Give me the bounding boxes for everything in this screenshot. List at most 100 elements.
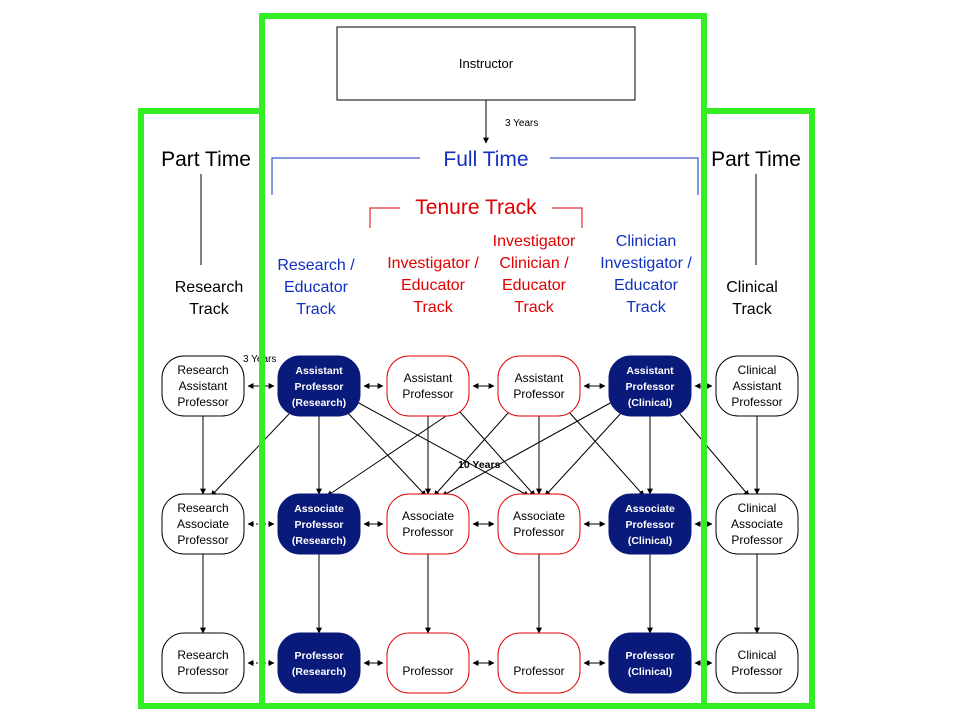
track-label-research-2: Track [189, 301, 229, 318]
node-text-r3c6-2: Professor [731, 664, 782, 678]
track-label-clinical-1: Clinical [726, 279, 778, 296]
tenure-bracket-right [552, 207, 583, 228]
node-text-r1c6-2: Assistant [733, 379, 782, 393]
node-text-r1c4-1: Assistant [515, 371, 564, 385]
node-shape-r2c3 [386, 493, 470, 555]
track-label-investigator-clinician-4: Track [514, 299, 554, 316]
arrow-33 [544, 411, 623, 497]
track-label-clinician-investigator-4: Track [626, 299, 666, 316]
node-text-r3c5-1: Professor [625, 650, 674, 662]
node-shape-r1c5 [608, 355, 692, 417]
track-label-investigator-clinician-1: Investigator [493, 233, 576, 250]
node-text-r1c5-2: Professor [625, 381, 674, 393]
node-text-r1c6-3: Professor [731, 395, 782, 409]
full-time-bracket-right [550, 157, 699, 195]
tenure-bracket-left [369, 207, 400, 228]
node-text-r1c6-1: Clinical [738, 363, 777, 377]
node-r3c3: Professor [386, 632, 470, 694]
node-text-r1c2-1: Assistant [295, 365, 343, 377]
arrow-28 [346, 411, 427, 497]
node-shape-r3c1 [161, 632, 245, 694]
arrow-32 [568, 411, 645, 497]
track-label-clinical-2: Track [732, 301, 772, 318]
node-text-r2c6-1: Clinical [738, 501, 777, 515]
node-text-r1c4-2: Professor [513, 387, 564, 401]
node-text-r2c2-1: Associate [294, 503, 344, 515]
track-label-research-educator-3: Track [296, 301, 336, 318]
node-shape-r3c5 [608, 632, 692, 694]
node-text-r3c1-1: Research [177, 648, 228, 662]
node-text-r3c3-1: Professor [402, 664, 453, 678]
track-label-clinician-investigator-1: Clinician [616, 233, 676, 250]
node-text-r1c5-1: Assistant [626, 365, 674, 377]
nodes: ResearchAssistantProfessorAssistantProfe… [161, 355, 799, 694]
tenure-track-header: Tenure Track [415, 196, 537, 219]
node-text-r2c6-3: Professor [731, 533, 782, 547]
node-r3c5: Professor (Clinical) [608, 632, 692, 694]
node-shape-r3c4 [497, 632, 581, 694]
node-text-r2c5-1: Associate [625, 503, 675, 515]
node-text-r2c3-2: Professor [402, 525, 453, 539]
years-10-label: 10 Years [458, 459, 501, 471]
node-r3c2: Professor(Research) [277, 632, 361, 694]
track-label-investigator-educator-1: Investigator / [387, 255, 479, 272]
part-time-left-header: Part Time [161, 148, 251, 171]
node-text-r1c3-1: Assistant [404, 371, 453, 385]
arrow-35 [441, 401, 613, 497]
track-label-investigator-clinician-3: Educator [502, 277, 567, 294]
arrows [200, 383, 760, 666]
track-label-investigator-clinician-2: Clinician / [499, 255, 569, 272]
node-shape-r1c6 [715, 355, 799, 417]
part-time-right-header: Part Time [711, 148, 801, 171]
arrow-29 [326, 411, 453, 497]
node-text-r1c2-2: Professor [294, 381, 343, 393]
node-text-r1c1-2: Assistant [179, 379, 228, 393]
track-label-research-1: Research [175, 279, 243, 296]
node-text-r2c5-3: (Clinical) [628, 535, 672, 547]
node-text-r2c1-1: Research [177, 501, 228, 515]
node-shape-r3c6 [715, 632, 799, 694]
arrow-30 [459, 411, 536, 497]
track-label-investigator-educator-2: Educator [401, 277, 466, 294]
node-r3c4: Professor [497, 632, 581, 694]
node-text-r2c4-1: Associate [513, 509, 565, 523]
node-text-r1c5-3: (Clinical) [628, 397, 672, 409]
node-shape-r1c1 [161, 355, 245, 417]
node-shape-r1c2 [277, 355, 361, 417]
arrow-34 [356, 401, 530, 497]
node-shape-r2c4 [497, 493, 581, 555]
node-shape-r2c1 [161, 493, 245, 555]
node-text-r1c3-2: Professor [402, 387, 453, 401]
node-text-r2c2-3: (Research) [292, 535, 346, 547]
node-text-r3c2-2: (Research) [292, 666, 346, 678]
node-shape-r2c6 [715, 493, 799, 555]
full-time-bracket-left [271, 157, 420, 195]
track-label-research-educator-1: Research / [277, 257, 355, 274]
node-text-r3c6-1: Clinical [738, 648, 777, 662]
instructor-box [336, 26, 636, 101]
node-text-r2c6-2: Associate [731, 517, 783, 531]
node-text-r2c5-2: Professor [625, 519, 674, 531]
instructor-label: Instructor [459, 56, 514, 71]
node-text-r3c4-1: Professor [513, 664, 564, 678]
node-text-r3c5-2: (Clinical) [628, 666, 672, 678]
node-text-r3c1-2: Professor [177, 664, 228, 678]
node-text-r2c4-2: Professor [513, 525, 564, 539]
node-shape-r1c3 [386, 355, 470, 417]
arrow-31 [433, 411, 510, 497]
node-text-r1c1-1: Research [177, 363, 228, 377]
